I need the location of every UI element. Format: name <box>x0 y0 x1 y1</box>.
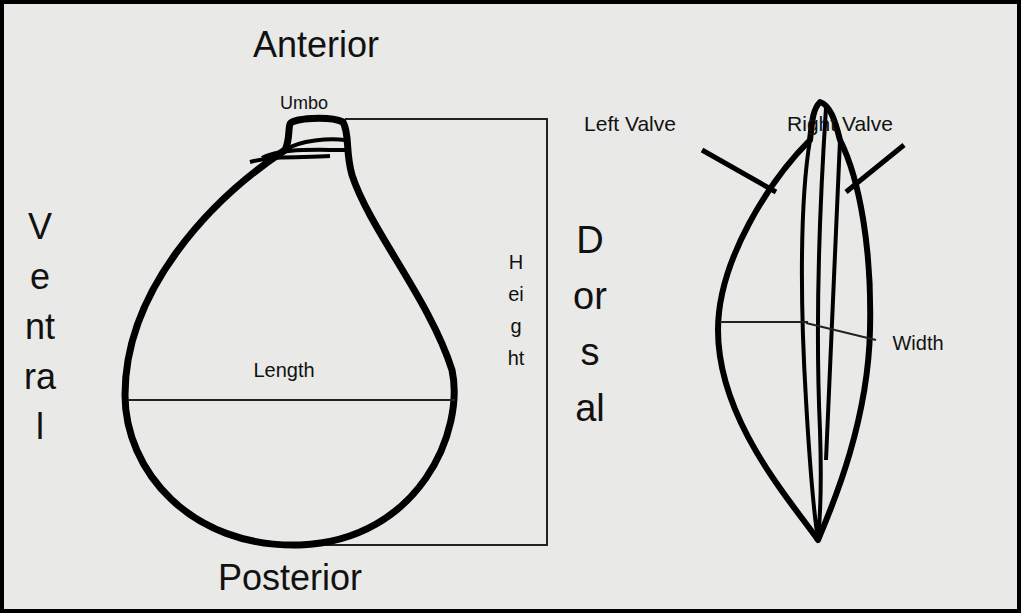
part-label: Left Valve <box>584 112 676 135</box>
dimension-label: Width <box>892 332 943 354</box>
direction-label: Ventral <box>22 202 58 452</box>
shell-outline <box>125 118 454 545</box>
umbo-detail <box>250 139 345 162</box>
direction-label: Posterior <box>218 558 362 598</box>
dimension-label: Length <box>253 359 314 381</box>
part-label: Umbo <box>280 94 328 114</box>
direction-label: Anterior <box>253 25 379 65</box>
side-view-outline <box>718 102 870 540</box>
width-line <box>720 321 808 323</box>
left-valve-leader <box>702 150 776 192</box>
length-line <box>128 399 455 401</box>
direction-label: Dorsal <box>571 212 609 436</box>
dimension-label: Height <box>506 246 526 374</box>
width-leader <box>806 323 876 340</box>
part-label: Right Valve <box>787 112 893 135</box>
right-valve-leader <box>846 145 904 192</box>
